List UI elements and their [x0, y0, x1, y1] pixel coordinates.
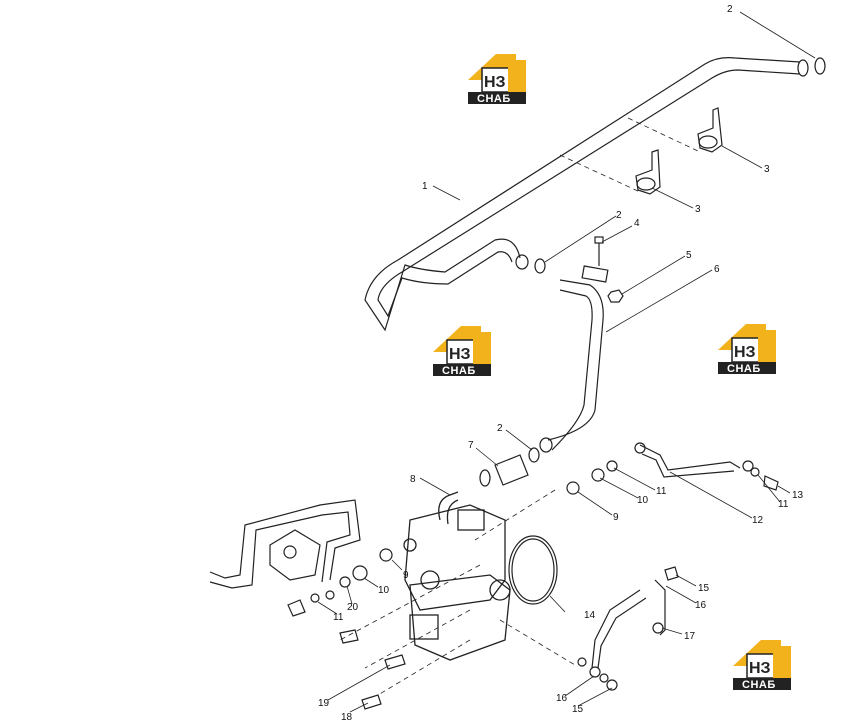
bolt-4: [594, 236, 604, 266]
pipe-6: [539, 265, 609, 453]
callout-leaders: [317, 11, 816, 713]
hose-clamp-2: [528, 57, 826, 463]
callout-7: 7: [468, 440, 474, 451]
callout-labels: 2 1 3 3 2 4 5 6 2 7 8 9 10 11 12 11 13 9…: [318, 4, 804, 723]
watermark-logo: НЗ СНАБ: [732, 639, 792, 691]
callout-11: 11: [656, 486, 667, 497]
callout-18: 18: [341, 712, 353, 723]
watermark-logo: НЗ СНАБ: [717, 323, 777, 375]
callout-17: 17: [684, 631, 696, 642]
svg-text:НЗ: НЗ: [734, 344, 756, 361]
callout-9: 9: [613, 512, 619, 523]
callout-2: 2: [616, 210, 622, 221]
callout-13: 13: [792, 490, 804, 501]
callout-2: 2: [727, 4, 733, 15]
callout-20: 20: [347, 602, 359, 613]
nut-5: [607, 289, 624, 303]
callout-9: 9: [403, 570, 409, 581]
callout-3: 3: [764, 164, 770, 175]
callout-15: 15: [698, 583, 710, 594]
compressor-8: [403, 491, 511, 661]
svg-text:СНАБ: СНАБ: [442, 365, 476, 377]
callout-3: 3: [695, 204, 701, 215]
callout-2: 2: [497, 423, 503, 434]
callout-4: 4: [634, 218, 640, 229]
watermark-logo: НЗ СНАБ: [467, 53, 527, 105]
svg-text:СНАБ: СНАБ: [742, 679, 776, 691]
pipe-1: [364, 57, 809, 332]
gasket-14: [508, 535, 558, 605]
callout-15: 15: [572, 704, 584, 715]
svg-text:НЗ: НЗ: [449, 346, 471, 363]
leader-lines: [339, 117, 701, 696]
callout-16: 16: [695, 600, 707, 611]
callout-19: 19: [318, 698, 330, 709]
callout-6: 6: [714, 264, 720, 275]
svg-text:СНАБ: СНАБ: [727, 363, 761, 375]
callout-12: 12: [752, 515, 764, 526]
callout-14: 14: [584, 610, 596, 621]
callout-10: 10: [637, 495, 649, 506]
hose-assembly: [577, 566, 679, 691]
pipe-12: [379, 442, 779, 562]
callout-8: 8: [410, 474, 416, 485]
callout-11: 11: [333, 612, 344, 623]
clamp-3: [635, 107, 723, 195]
svg-text:СНАБ: СНАБ: [477, 93, 511, 105]
callout-16: 16: [556, 693, 568, 704]
svg-text:НЗ: НЗ: [484, 74, 506, 91]
watermark-logo: НЗ СНАБ: [432, 325, 492, 377]
pipe-assembly-left: [209, 499, 406, 710]
callout-10: 10: [378, 585, 390, 596]
sleeve-7: [479, 454, 529, 487]
callout-11: 11: [778, 499, 789, 510]
callout-5: 5: [686, 250, 692, 261]
callout-1: 1: [422, 181, 428, 192]
svg-text:НЗ: НЗ: [749, 660, 771, 677]
